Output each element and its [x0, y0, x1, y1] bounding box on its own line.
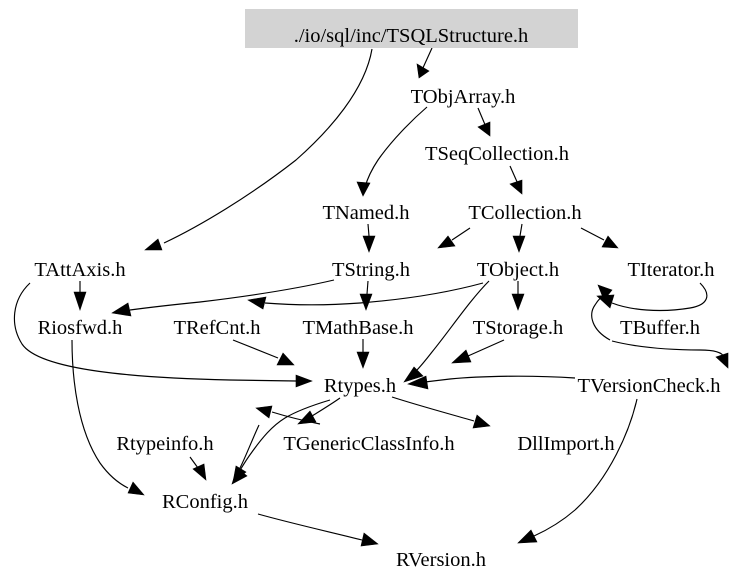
node-tobject[interactable]: TObject.h — [477, 259, 559, 281]
node-rversion[interactable]: RVersion.h — [396, 549, 486, 571]
edge-tcollection-tobject — [512, 223, 526, 253]
node-tgenericclassinfo[interactable]: TGenericClassInfo.h — [283, 433, 454, 455]
node-tversioncheck[interactable]: TVersionCheck.h — [578, 375, 721, 397]
node-tseqcollection-label: TSeqCollection.h — [425, 143, 569, 165]
node-tcollection[interactable]: TCollection.h — [468, 202, 581, 224]
node-layer: ./io/sql/inc/TSQLStructure.h TObjArray.h… — [34, 9, 720, 571]
edge-tbuffer-tversioncheck — [611, 340, 729, 369]
node-tsqlstructure-label: ./io/sql/inc/TSQLStructure.h — [294, 25, 529, 47]
node-trefcnt-label: TRefCnt.h — [173, 317, 260, 339]
edge-riosfwd-rconfig — [71, 339, 145, 496]
node-tgenericclassinfo-label: TGenericClassInfo.h — [283, 433, 454, 455]
edge-tnamed-tstring — [362, 223, 376, 253]
node-tbuffer-label: TBuffer.h — [620, 317, 700, 339]
edge-tattaxis-rtypes — [13, 282, 313, 388]
edge-rtypeinfo-rconfig — [189, 456, 207, 481]
node-tbuffer[interactable]: TBuffer.h — [620, 317, 700, 339]
edge-layer — [13, 47, 729, 547]
edge-trefcnt-rtypes — [232, 339, 295, 366]
edge-tcollection-tobject-secondary — [437, 227, 471, 249]
node-tsqlstructure-box — [245, 9, 578, 48]
node-rtypeinfo[interactable]: Rtypeinfo.h — [116, 433, 213, 455]
node-tstorage[interactable]: TStorage.h — [473, 317, 564, 339]
edge-tobject-tstorage — [511, 281, 525, 311]
node-tobjarray-label: TObjArray.h — [411, 86, 516, 108]
edge-titerator-tobject — [596, 282, 708, 312]
edge-tattaxis-riosfwd — [73, 281, 87, 311]
edge-tobject-trefcnt — [247, 282, 484, 310]
node-titerator[interactable]: TIterator.h — [627, 259, 714, 281]
edge-tgenericclassinfo-rconfig — [232, 424, 260, 483]
node-tobject-label: TObject.h — [477, 259, 559, 281]
node-tnamed[interactable]: TNamed.h — [322, 202, 409, 224]
node-trefcnt[interactable]: TRefCnt.h — [173, 317, 260, 339]
edge-tgenericclassinfo-rtypes — [255, 405, 321, 425]
edge-tseqcollection-tcollection — [509, 165, 523, 195]
node-rtypeinfo-label: Rtypeinfo.h — [116, 433, 213, 455]
node-rconfig-label: RConfig.h — [162, 491, 248, 513]
node-titerator-label: TIterator.h — [627, 259, 714, 281]
edge-rconfig-rversion — [257, 513, 379, 547]
edge-tversioncheck-rtypes — [407, 375, 576, 390]
node-rversion-label: RVersion.h — [396, 549, 486, 571]
edge-tobjarray-tseqcollection — [477, 107, 491, 137]
edge-tmathbase-rtypes — [356, 339, 370, 369]
node-rtypes-label: Rtypes.h — [324, 375, 396, 397]
edge-tsqlstructure-tobjarray — [416, 47, 433, 79]
node-tsqlstructure[interactable]: ./io/sql/inc/TSQLStructure.h — [245, 9, 578, 48]
node-tstorage-label: TStorage.h — [473, 317, 564, 339]
edge-tbuffer-tobject — [591, 284, 613, 341]
edge-tstring-trefcnt — [111, 279, 335, 317]
edge-tobjarray-tnamed — [356, 106, 428, 197]
node-tmathbase[interactable]: TMathBase.h — [302, 317, 413, 339]
node-tstring-label: TString.h — [332, 259, 410, 281]
node-tseqcollection[interactable]: TSeqCollection.h — [425, 143, 569, 165]
node-dllimport[interactable]: DllImport.h — [517, 433, 614, 455]
edge-tcollection-titerator — [580, 227, 619, 249]
edge-tversioncheck-rversion — [517, 398, 638, 544]
node-rconfig[interactable]: RConfig.h — [162, 491, 248, 513]
node-tnamed-label: TNamed.h — [322, 202, 409, 224]
node-riosfwd[interactable]: Riosfwd.h — [38, 317, 123, 339]
node-tattaxis-label: TAttAxis.h — [34, 259, 125, 281]
node-tattaxis[interactable]: TAttAxis.h — [34, 259, 125, 281]
edge-tstring-tmathbase — [359, 280, 373, 311]
node-tmathbase-label: TMathBase.h — [302, 317, 413, 339]
edge-tobject-rtypes — [403, 280, 490, 383]
node-dllimport-label: DllImport.h — [517, 433, 614, 455]
node-tcollection-label: TCollection.h — [468, 202, 581, 224]
node-tobjarray[interactable]: TObjArray.h — [411, 86, 516, 108]
node-tstring[interactable]: TString.h — [332, 259, 410, 281]
edge-rtypes-dllimport — [391, 396, 491, 429]
node-tversioncheck-label: TVersionCheck.h — [578, 375, 721, 397]
edge-tstorage-rtypes — [451, 339, 505, 364]
edge-tsqlstructure-tattaxis — [144, 48, 373, 251]
node-riosfwd-label: Riosfwd.h — [38, 317, 123, 339]
node-rtypes[interactable]: Rtypes.h — [324, 375, 396, 397]
